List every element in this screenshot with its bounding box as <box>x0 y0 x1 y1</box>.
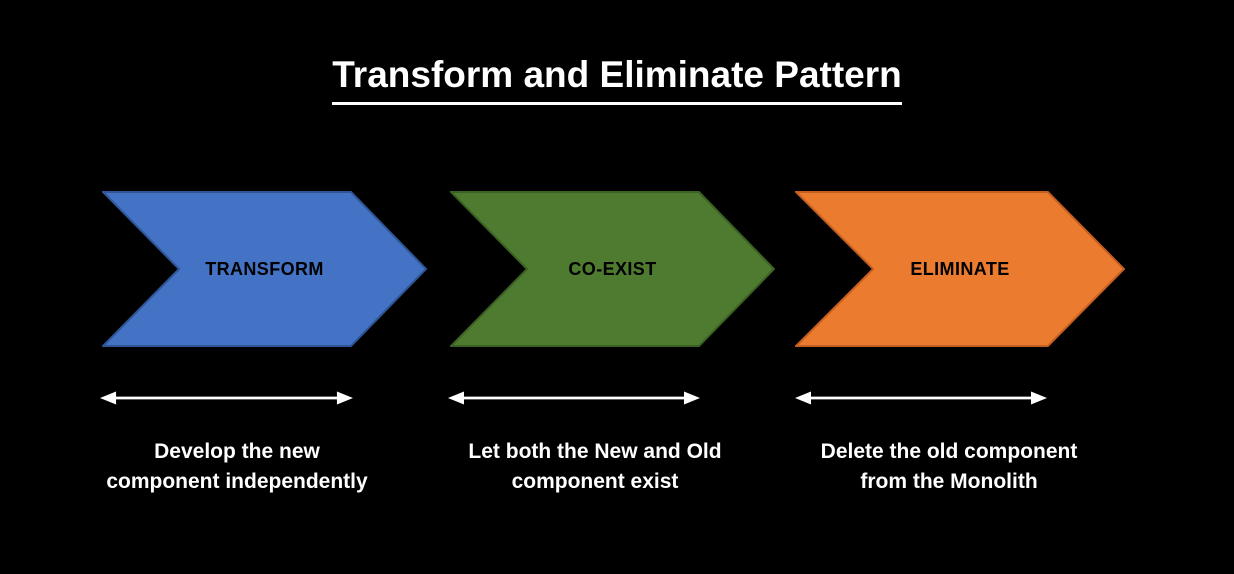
step-description-eliminate-line2: from the Monolith <box>860 470 1038 493</box>
span-arrow-transform-right-head <box>336 391 353 405</box>
step-description-coexist-line1: Let both the New and Old <box>468 440 722 463</box>
step-description-coexist-line2: component exist <box>511 470 679 493</box>
chevron-transform-shape <box>102 191 427 347</box>
step-description-coexist: Let both the New and Old component exist <box>405 437 785 497</box>
span-arrow-transform-left-head <box>100 391 117 405</box>
span-arrow-coexist <box>448 391 700 405</box>
span-arrow-eliminate-right-head <box>1031 391 1047 405</box>
step-description-eliminate-line1: Delete the old component <box>820 440 1078 463</box>
span-arrow-eliminate <box>795 391 1047 405</box>
step-description-transform: Develop the new component independently <box>47 437 427 497</box>
chevron-eliminate-shape <box>795 191 1125 347</box>
page-title: Transform and Eliminate Pattern <box>332 54 902 105</box>
chevron-coexist-shape <box>450 191 775 347</box>
step-description-eliminate: Delete the old component from the Monoli… <box>759 437 1139 497</box>
step-description-transform-line1: Develop the new <box>154 440 320 463</box>
chevron-eliminate <box>795 191 1125 347</box>
step-description-transform-line2: component independently <box>106 470 368 493</box>
span-arrow-eliminate-left-head <box>795 391 811 405</box>
title-row: Transform and Eliminate Pattern <box>0 54 1234 105</box>
chevron-label-transform: TRANSFORM <box>205 258 324 279</box>
span-arrow-coexist-right-head <box>684 391 700 405</box>
chevron-coexist <box>450 191 775 347</box>
chevron-label-coexist: CO-EXIST <box>568 258 657 279</box>
span-arrow-coexist-left-head <box>448 391 464 405</box>
chevron-label-eliminate: ELIMINATE <box>910 258 1010 279</box>
span-arrow-transform <box>100 391 353 405</box>
chevron-transform <box>102 191 427 347</box>
